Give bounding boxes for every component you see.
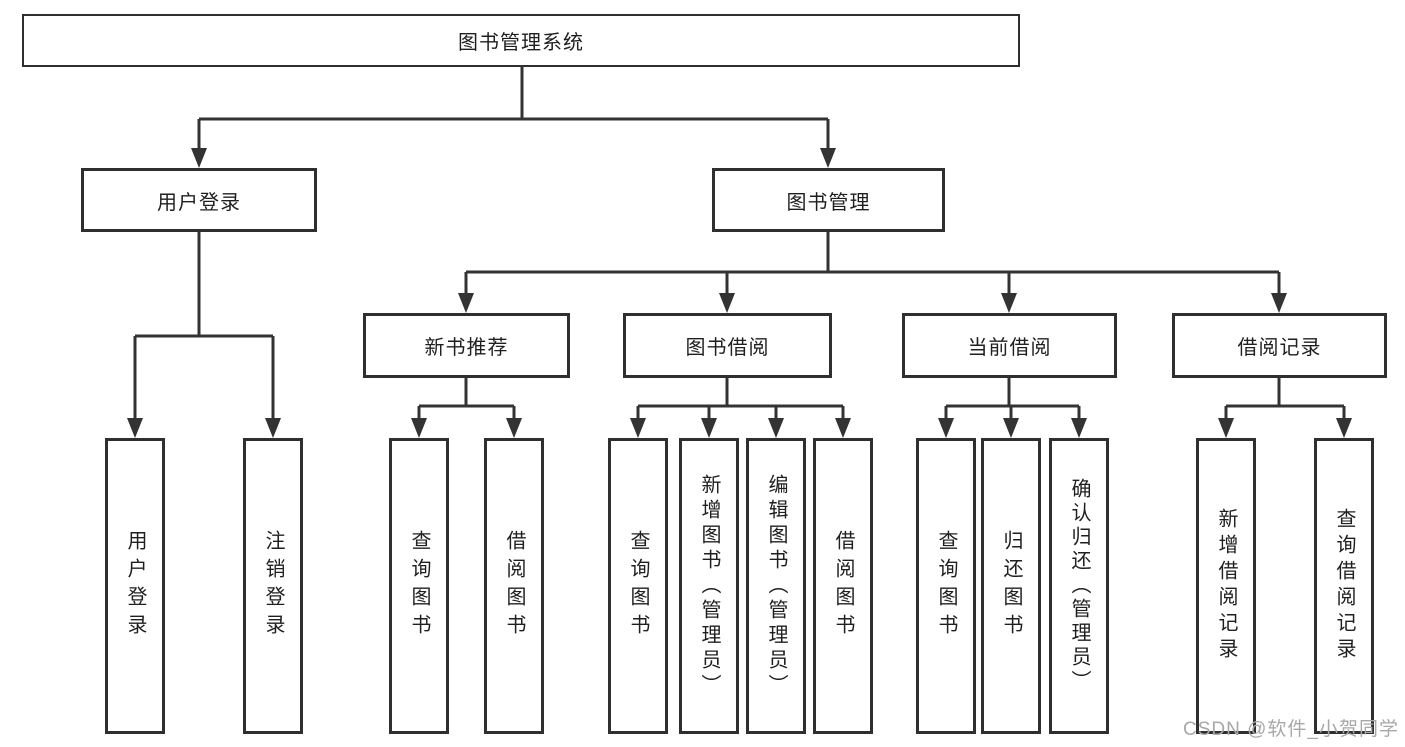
arrow-down-icon: [1003, 418, 1019, 438]
connector-user-login: [133, 232, 275, 432]
node-borrowing-records: 借阅记录: [1172, 313, 1387, 378]
arrow-down-icon: [1001, 293, 1017, 313]
arrow-down-icon: [719, 293, 735, 313]
arrow-down-icon: [820, 148, 836, 168]
node-records-query-record: 查询借阅记录: [1314, 438, 1374, 734]
arrow-down-icon: [835, 418, 851, 438]
arrow-down-icon: [265, 418, 281, 438]
node-login-leaf: 用户登录: [105, 438, 165, 734]
node-book-borrowing: 图书借阅: [623, 313, 832, 378]
node-book-management: 图书管理: [712, 168, 945, 232]
node-current-confirm-return-admin: 确认归还（管理员）: [1049, 438, 1109, 734]
node-records-add-record: 新增借阅记录: [1196, 438, 1256, 734]
node-newrec-query-books: 查询图书: [389, 438, 449, 734]
connector-new-book-recommend: [417, 378, 516, 432]
node-newrec-borrow-books: 借阅图书: [484, 438, 544, 734]
node-borrow-borrow-books: 借阅图书: [813, 438, 873, 734]
node-borrow-query-books: 查询图书: [608, 438, 668, 734]
arrow-down-icon: [1071, 418, 1087, 438]
connector-root: [197, 67, 830, 162]
arrow-down-icon: [1336, 418, 1352, 438]
node-book-management-system: 图书管理系统: [22, 14, 1020, 67]
arrow-down-icon: [191, 148, 207, 168]
arrow-down-icon: [458, 293, 474, 313]
arrow-down-icon: [127, 418, 143, 438]
connector-book-borrowing: [636, 378, 845, 432]
node-current-query-books: 查询图书: [916, 438, 976, 734]
node-current-return-books: 归还图书: [981, 438, 1041, 734]
arrow-down-icon: [506, 418, 522, 438]
node-current-borrowing: 当前借阅: [902, 313, 1117, 378]
connector-borrowing-records: [1224, 378, 1346, 432]
connector-book-management: [464, 232, 1281, 307]
arrow-down-icon: [768, 418, 784, 438]
arrow-down-icon: [630, 418, 646, 438]
arrow-down-icon: [1218, 418, 1234, 438]
arrow-down-icon: [411, 418, 427, 438]
node-new-book-recommend: 新书推荐: [363, 313, 570, 378]
arrow-down-icon: [938, 418, 954, 438]
arrow-down-icon: [701, 418, 717, 438]
watermark: CSDN @软件_小贺同学: [1183, 719, 1399, 740]
node-borrow-edit-books-admin: 编辑图书（管理员）: [746, 438, 806, 734]
node-borrow-add-books-admin: 新增图书（管理员）: [679, 438, 739, 734]
node-logout-leaf: 注销登录: [243, 438, 303, 734]
arrow-down-icon: [1271, 293, 1287, 313]
node-user-login: 用户登录: [81, 168, 317, 232]
